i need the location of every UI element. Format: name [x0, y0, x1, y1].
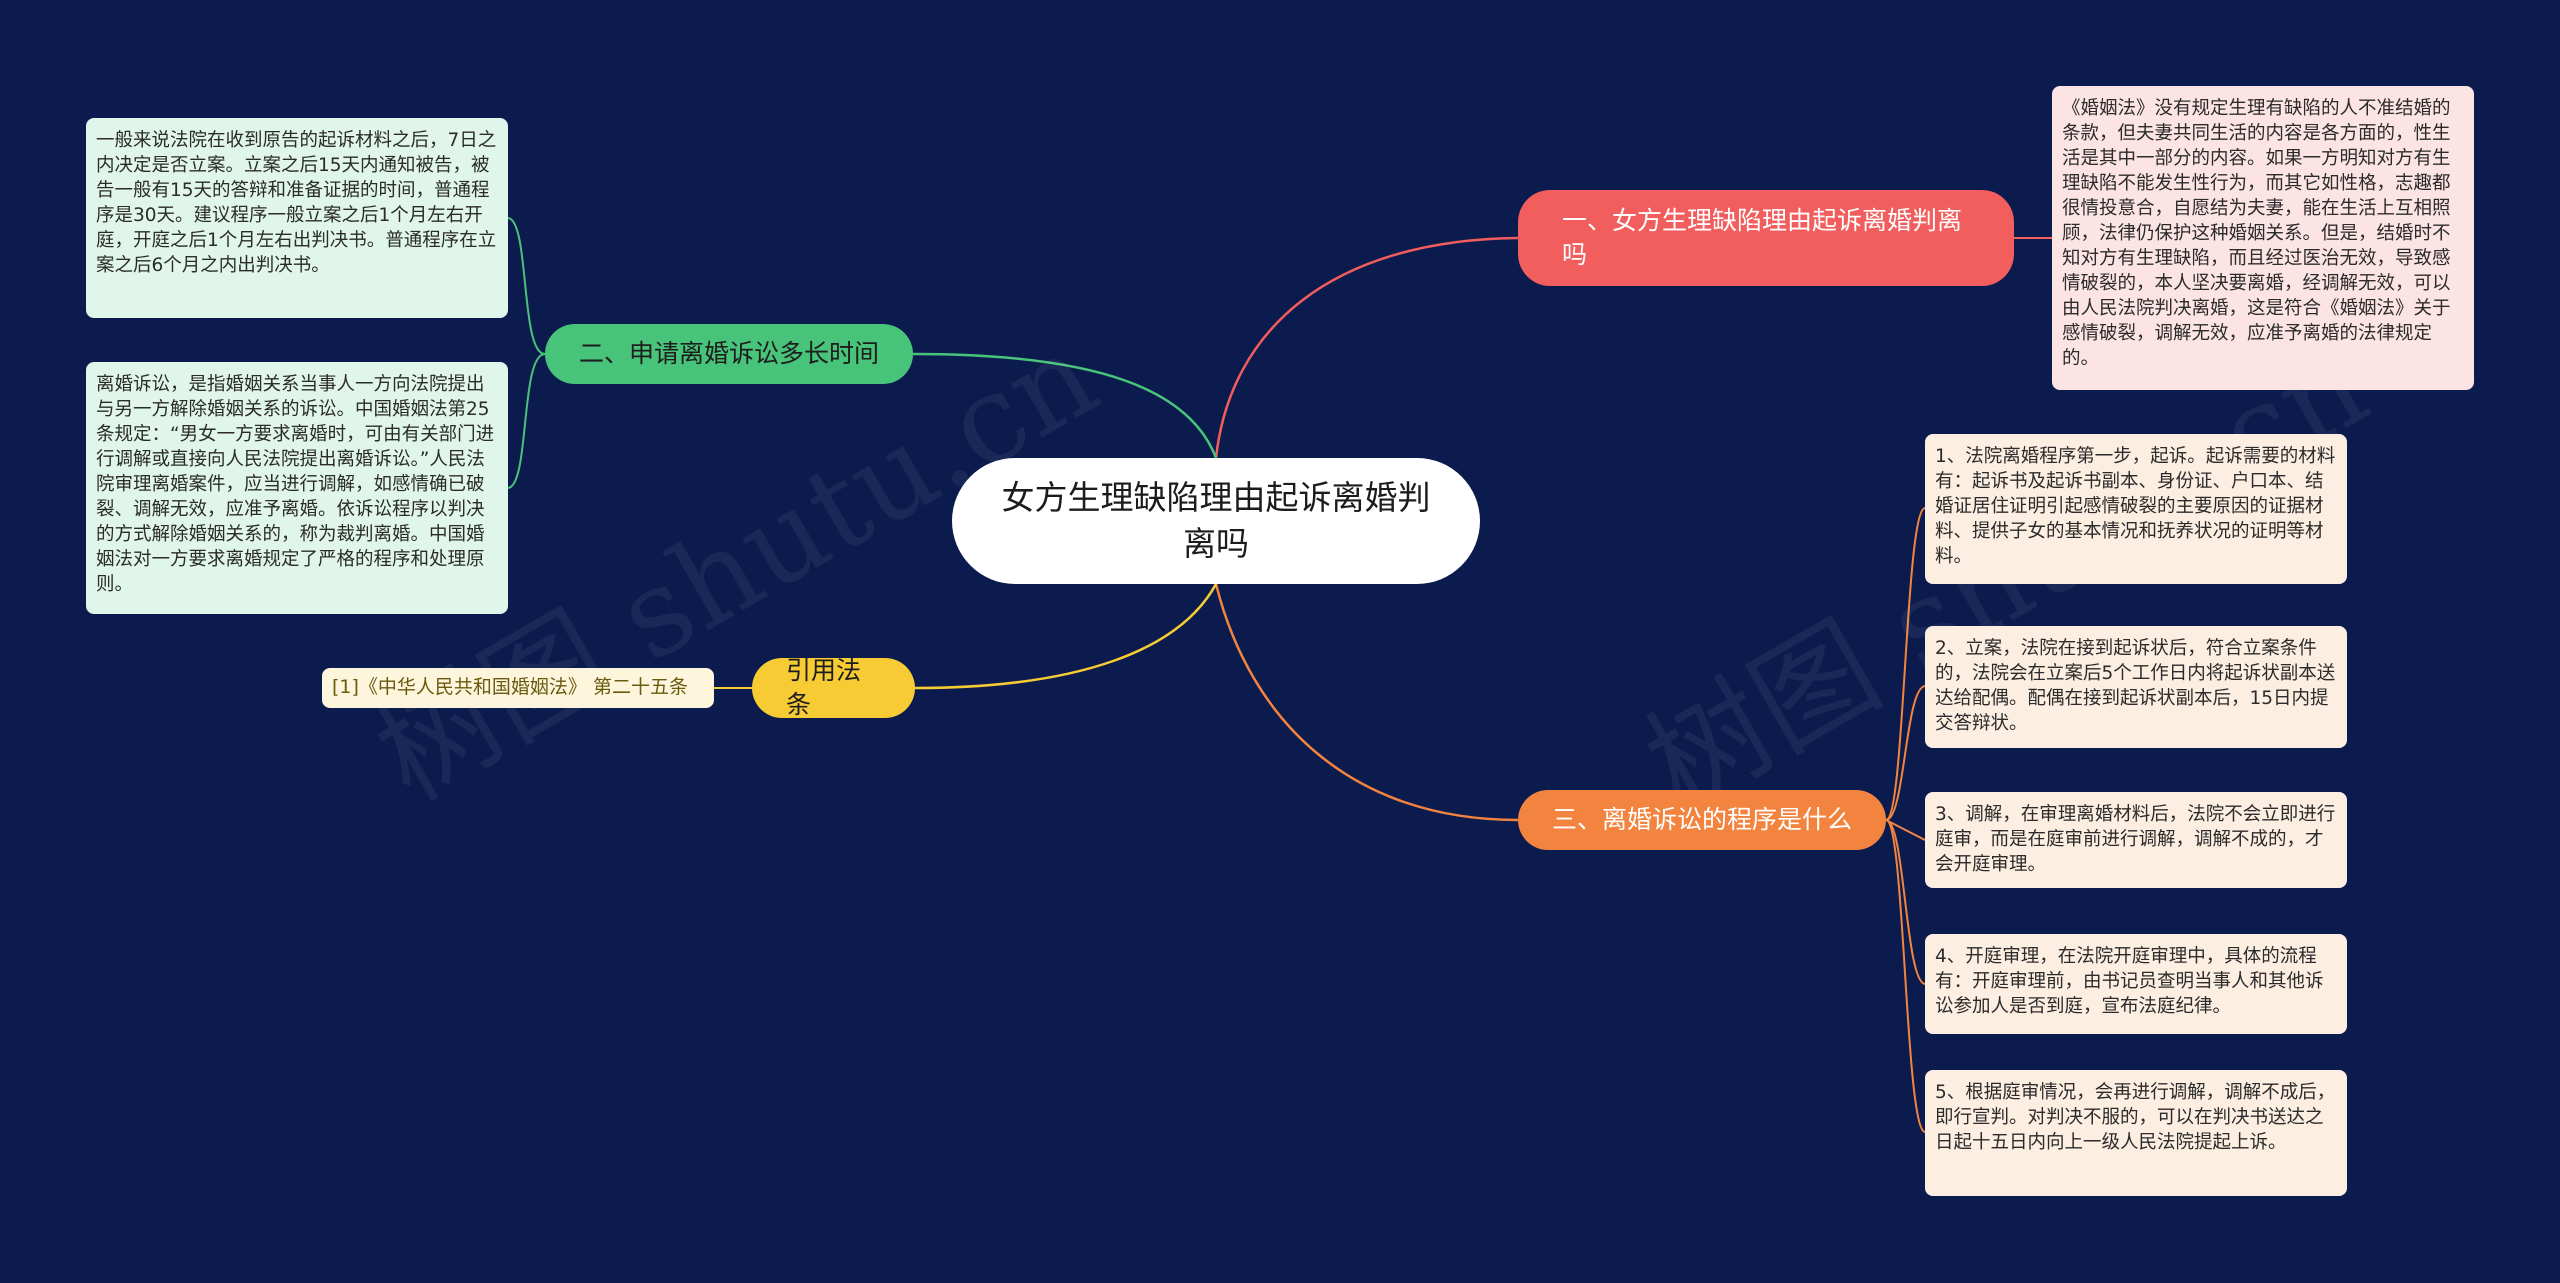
leaf-topic[interactable]: 5、根据庭审情况，会再进行调解，调解不成后，即行宣判。对判决不服的，可以在判决书… [1925, 1070, 2347, 1196]
leaf-topic[interactable]: 2、立案，法院在接到起诉状后，符合立案条件的，法院会在立案后5个工作日内将起诉状… [1925, 626, 2347, 748]
link-branch3-leaf4 [1885, 819, 1926, 985]
link-branch3-leaf2 [1885, 685, 1926, 821]
leaf-topic[interactable]: 离婚诉讼，是指婚姻关系当事人一方向法院提出与另一方解除婚姻关系的诉讼。中国婚姻法… [86, 362, 508, 614]
branch-topic-label: 引用法条 [786, 656, 862, 719]
link-root-branch2 [912, 352, 1218, 459]
link-branch3-leaf3 [1885, 819, 1926, 841]
link-root-branch1 [1214, 236, 1519, 459]
branch-topic-3[interactable]: 三、离婚诉讼的程序是什么 [1518, 790, 1886, 850]
link-root-branch4 [914, 583, 1218, 690]
leaf-topic[interactable]: 3、调解，在审理离婚材料后，法院不会立即进行庭审，而是在庭审前进行调解，调解不成… [1925, 792, 2347, 888]
branch-topic-4[interactable]: 引用法条 [752, 656, 915, 719]
link-root-branch3 [1214, 583, 1519, 822]
leaf-topic[interactable]: 《婚姻法》没有规定生理有缺陷的人不准结婚的条款，但夫妻共同生活的内容是各方面的，… [2052, 86, 2474, 390]
root-topic[interactable]: 女方生理缺陷理由起诉离婚判离吗 [952, 458, 1480, 584]
leaf-topic[interactable]: 一般来说法院在收到原告的起诉材料之后，7日之内决定是否立案。立案之后15天内通知… [86, 118, 508, 318]
link-branch2-leaf1 [507, 217, 546, 355]
branch-topic-1[interactable]: 一、女方生理缺陷理由起诉离婚判离吗 [1518, 190, 2014, 286]
leaf-topic[interactable]: [1]《中华人民共和国婚姻法》 第二十五条 [322, 668, 714, 708]
branch-topic-label: 二、申请离婚诉讼多长时间 [579, 339, 880, 368]
link-branch3-leaf5 [1885, 819, 1926, 1133]
branch-topic-label: 三、离婚诉讼的程序是什么 [1552, 805, 1853, 834]
branch-topic-2[interactable]: 二、申请离婚诉讼多长时间 [545, 324, 913, 384]
leaf-topic[interactable]: 1、法院离婚程序第一步，起诉。起诉需要的材料有：起诉书及起诉书副本、身份证、户口… [1925, 434, 2347, 584]
branch-topic-label: 一、女方生理缺陷理由起诉离婚判离吗 [1562, 206, 1963, 269]
link-branch2-leaf2 [507, 353, 546, 489]
root-topic-label: 女方生理缺陷理由起诉离婚判离吗 [1001, 478, 1431, 563]
link-branch3-leaf1 [1885, 507, 1926, 821]
leaf-topic[interactable]: 4、开庭审理，在法院开庭审理中，具体的流程有：开庭审理前，由书记员查明当事人和其… [1925, 934, 2347, 1034]
